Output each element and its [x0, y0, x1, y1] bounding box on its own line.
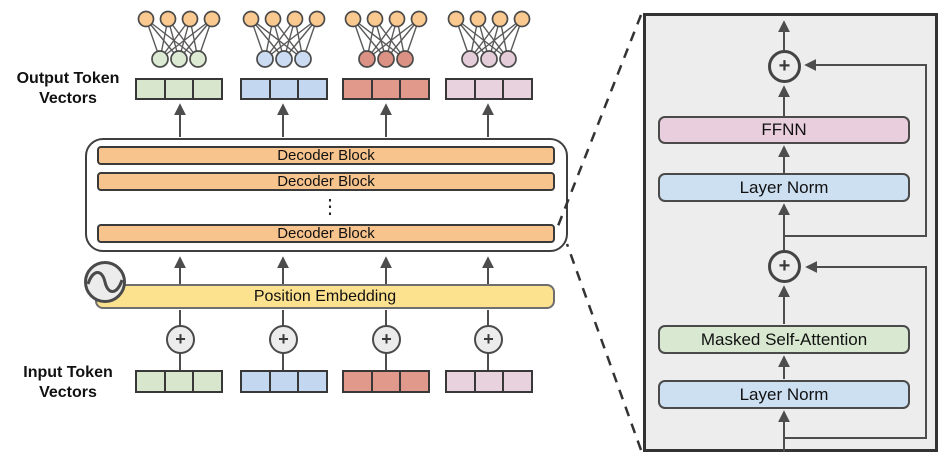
zoom-callout-line-bottom: [565, 243, 643, 451]
output-network-icon-1: [137, 10, 221, 68]
layer-norm-bottom-box: Layer Norm: [658, 380, 910, 409]
output-token-vector-2: [240, 78, 328, 100]
input-token-vector-4: [445, 370, 533, 393]
masked-self-attention-box: Masked Self-Attention: [658, 325, 910, 354]
input-token-vectors-label: Input Token Vectors: [23, 364, 113, 401]
input-token-vector-3: [342, 370, 430, 393]
decoder-block-2: Decoder Block: [97, 172, 555, 191]
output-token-vector-4: [445, 78, 533, 100]
decoder-block-3: Decoder Block: [97, 224, 555, 243]
add-position-icon-4: +: [474, 325, 503, 354]
output-token-vector-3: [342, 78, 430, 100]
output-network-icon-2: [242, 10, 326, 68]
output-network-icon-3: [344, 10, 428, 68]
add-position-icon-3: +: [372, 325, 401, 354]
input-token-vector-1: [135, 370, 223, 393]
layer-norm-top-box: Layer Norm: [658, 173, 910, 202]
input-token-vector-2: [240, 370, 328, 393]
ffnn-box: FFNN: [658, 116, 910, 144]
position-encoding-sine-icon: [84, 261, 126, 303]
residual-add-icon-bottom: +: [768, 250, 801, 283]
position-embedding-bar: Position Embedding: [95, 284, 555, 309]
residual-add-icon-top: +: [768, 50, 801, 83]
add-position-icon-2: +: [269, 325, 298, 354]
decoder-block-1: Decoder Block: [97, 146, 555, 165]
output-token-vector-1: [135, 78, 223, 100]
output-token-vectors-label: Output Token Vectors: [16, 70, 120, 107]
zoom-callout-line-top: [556, 14, 643, 227]
add-position-icon-1: +: [166, 325, 195, 354]
output-network-icon-4: [447, 10, 531, 68]
ellipsis-icon: ⋮: [320, 196, 340, 218]
